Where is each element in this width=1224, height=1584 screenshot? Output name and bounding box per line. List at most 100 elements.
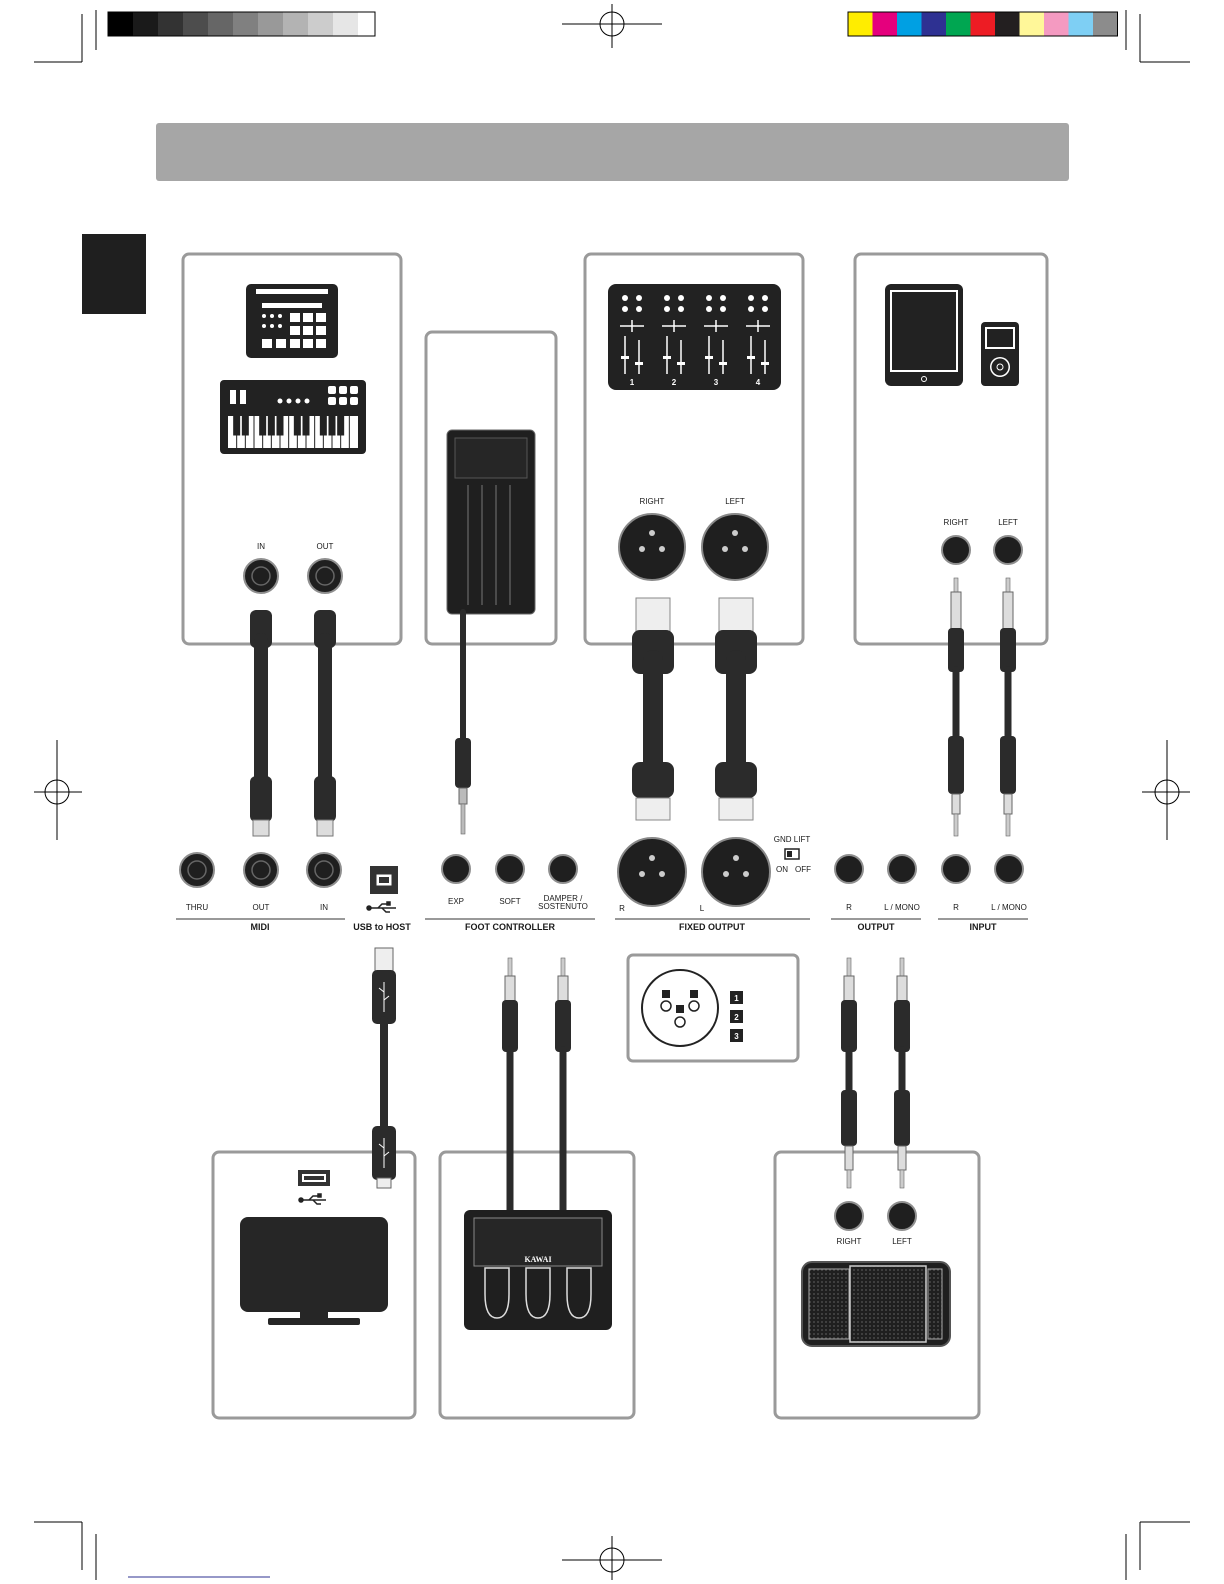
mixer-fader-cap xyxy=(677,362,685,365)
midi-device-out-label: OUT xyxy=(317,542,334,551)
gnd-lift-off-label: OFF xyxy=(795,865,811,874)
mixer-fader-cap xyxy=(621,356,629,359)
svg-text:3: 3 xyxy=(734,1032,739,1041)
midi-cable-out-to-in xyxy=(314,610,336,836)
mixer-knob xyxy=(636,306,642,312)
black-key xyxy=(320,416,326,435)
midi-keyboard-icon xyxy=(220,380,366,454)
mixer-channel-label: 1 xyxy=(630,378,635,387)
mixer-knob xyxy=(664,295,670,301)
sostenuto-label: SOSTENUTO xyxy=(538,902,588,911)
color-swatch xyxy=(1044,12,1069,36)
midi-cable-in-to-out xyxy=(250,610,272,836)
fixed-output-r-xlr[interactable] xyxy=(618,838,686,906)
mixer-knob xyxy=(762,306,768,312)
grayscale-calibration-strip xyxy=(108,12,375,36)
color-swatch xyxy=(1093,12,1118,36)
output-r-label: R xyxy=(846,903,852,912)
mixer-fader-cap xyxy=(747,356,755,359)
midi-device-in-port[interactable] xyxy=(244,559,278,593)
computer-usb-port-icon xyxy=(298,1170,330,1186)
midi-out-label: OUT xyxy=(253,903,270,912)
mixer-fader-cap xyxy=(705,356,713,359)
tablet-icon xyxy=(885,284,963,386)
mixer-fader-cap xyxy=(635,362,643,365)
fixed-output-l-xlr[interactable] xyxy=(702,838,770,906)
speaker-left-input-jack[interactable] xyxy=(888,1202,916,1230)
input-l-mono-jack[interactable] xyxy=(995,855,1023,883)
xlr-pin-legend-item-3: 3 xyxy=(730,1029,743,1042)
drum-machine-icon xyxy=(246,284,338,358)
gnd-lift-label: GND LIFT xyxy=(774,835,811,844)
mixer-knob xyxy=(706,306,712,312)
mixer-fader-cap xyxy=(761,362,769,365)
color-swatch xyxy=(1020,12,1045,36)
xlr-pin-diagram xyxy=(642,970,718,1046)
xlr-cable-left xyxy=(715,598,757,820)
expression-pedal-icon xyxy=(447,430,535,614)
midi-device-out-port[interactable] xyxy=(308,559,342,593)
player-right-label: RIGHT xyxy=(944,518,969,527)
speaker-icon xyxy=(802,1262,950,1346)
triple-pedal-unit-icon: KAWAI xyxy=(464,1210,612,1330)
color-swatch xyxy=(897,12,922,36)
output-l-mono-label: L / MONO xyxy=(884,903,920,912)
mixer-knob xyxy=(678,295,684,301)
color-swatch xyxy=(995,12,1020,36)
black-key xyxy=(303,416,309,435)
player-right-output-jack[interactable] xyxy=(942,536,970,564)
pedal-unit-brand: KAWAI xyxy=(524,1255,551,1264)
midi-in-label: IN xyxy=(320,903,328,912)
mixer-right-xlr-input[interactable] xyxy=(619,514,685,580)
damper-sostenuto-jack[interactable] xyxy=(549,855,577,883)
black-key xyxy=(277,416,283,435)
mixer-channel-label: 2 xyxy=(672,378,677,387)
color-swatch xyxy=(873,12,898,36)
mixer-knob xyxy=(622,306,628,312)
soft-jack[interactable] xyxy=(496,855,524,883)
usb-cable xyxy=(372,948,396,1188)
input-l-mono-label: L / MONO xyxy=(991,903,1027,912)
mixer-knob xyxy=(664,306,670,312)
input-group-label: INPUT xyxy=(970,922,998,932)
usb-to-host-port[interactable] xyxy=(370,866,398,894)
midi-out-port[interactable] xyxy=(244,853,278,887)
midi-in-port[interactable] xyxy=(307,853,341,887)
side-tab xyxy=(82,234,146,314)
gnd-lift-switch[interactable] xyxy=(785,849,799,859)
svg-text:2: 2 xyxy=(734,1013,739,1022)
header-bar xyxy=(156,123,1069,181)
mixer-channel-label: 4 xyxy=(756,378,761,387)
foot-controller-group-label: FOOT CONTROLLER xyxy=(465,922,555,932)
mixer-knob xyxy=(706,295,712,301)
black-key xyxy=(260,416,266,435)
player-left-output-jack[interactable] xyxy=(994,536,1022,564)
exp-jack[interactable] xyxy=(442,855,470,883)
input-r-jack[interactable] xyxy=(942,855,970,883)
midi-thru-label: THRU xyxy=(186,903,208,912)
color-swatch xyxy=(922,12,947,36)
midi-thru-port[interactable] xyxy=(180,853,214,887)
exp-label: EXP xyxy=(448,897,464,906)
mixer-knob xyxy=(622,295,628,301)
midi-device-in-label: IN xyxy=(257,542,265,551)
mixer-knob xyxy=(636,295,642,301)
speaker-right-input-jack[interactable] xyxy=(835,1202,863,1230)
soft-label: SOFT xyxy=(499,897,520,906)
xlr-cable-right xyxy=(632,598,674,820)
fixed-output-r-label: R xyxy=(619,904,625,913)
mixer-left-xlr-input[interactable] xyxy=(702,514,768,580)
color-calibration-strip xyxy=(848,12,1118,36)
output-l-mono-jack[interactable] xyxy=(888,855,916,883)
black-key xyxy=(242,416,248,435)
fixed-output-group-label: FIXED OUTPUT xyxy=(679,922,746,932)
output-r-jack[interactable] xyxy=(835,855,863,883)
fixed-output-l-label: L xyxy=(700,904,705,913)
midi-group-label: MIDI xyxy=(251,922,270,932)
mixer-fader-cap xyxy=(719,362,727,365)
mixer-knob xyxy=(762,295,768,301)
mixer-knob xyxy=(720,295,726,301)
